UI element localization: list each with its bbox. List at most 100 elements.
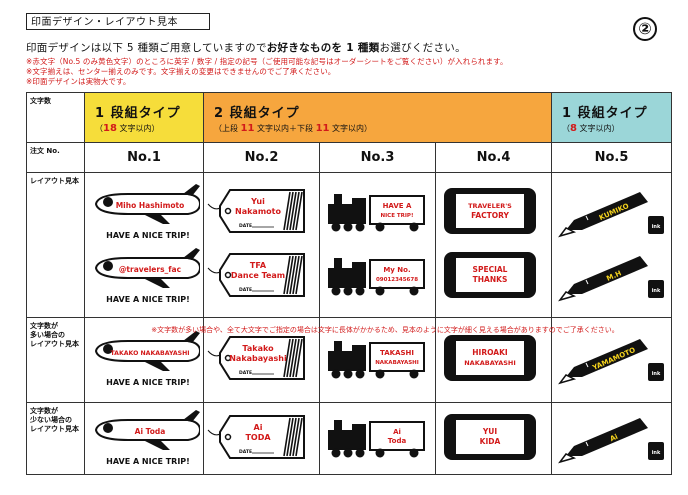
tag-stripe-icon [285, 338, 294, 378]
wheel-icon [355, 222, 364, 232]
cab-icon [351, 262, 366, 272]
intro-text-start: 印面デザインは以下 5 種類ご用意していますので [26, 42, 267, 54]
train-sample-2: My No.09012345678 [327, 258, 425, 296]
pen-band-icon [585, 215, 588, 221]
intro-text-highlight: お好きなものを 1 種類 [266, 42, 380, 54]
harmonica-line1-text: TRAVELER'S [468, 202, 512, 210]
locomotive-icon [327, 268, 366, 288]
plane-caption-text: HAVE A NICE TRIP! [106, 295, 190, 304]
tag-string-icon [207, 429, 220, 435]
row-label-few-chars: 文字数が 少ない場合の レイアウト見本 [26, 402, 85, 475]
wheel-icon [355, 448, 364, 457]
harmonica-plate-icon [455, 419, 524, 454]
train-line2-text: NAKABAYASHI [375, 360, 419, 366]
pen-barrel-icon [565, 192, 648, 230]
tag-stripe-icon [291, 417, 300, 456]
wheel-icon [343, 369, 352, 379]
cab-icon [351, 345, 366, 355]
airplane-body-icon [94, 257, 200, 279]
airplane-body-icon [94, 193, 200, 215]
harmonica-line2-text: KIDA [479, 437, 500, 446]
type-header-single-row-short: 1 段組タイプ （8 文字以内） [551, 92, 672, 143]
pen-barrel-icon [565, 256, 648, 294]
train-line2-text: Toda [387, 437, 406, 445]
tag-outline-icon [218, 253, 305, 297]
column-header-no4: No.4 [435, 142, 552, 173]
harmonica-line2-text: FACTORY [471, 211, 509, 220]
harmonica-plate-icon [455, 258, 524, 292]
tag-date-label: DATE [239, 449, 252, 455]
tag-stripe-icon [294, 255, 303, 295]
pen-band-icon [585, 279, 588, 285]
tag-stripe-icon [291, 338, 300, 378]
airplane-nose-icon [103, 261, 113, 271]
type-header-single-row: 1 段組タイプ （18 文字以内） [84, 92, 204, 143]
pen-name-text: Ai [608, 432, 618, 442]
tag-string-icon [207, 203, 220, 210]
pen-nib-icon [557, 452, 576, 463]
airplane-wing-icon [143, 361, 170, 371]
tag-date-label: DATE [239, 370, 252, 376]
train-stamp: My No.09012345678 [327, 258, 425, 296]
locomotive-icon [327, 351, 366, 371]
tag-stripe-icon [288, 191, 297, 231]
row-label-char-count: 文字数 [26, 92, 85, 143]
tag-hole-icon [224, 433, 231, 440]
wheel-icon [409, 448, 418, 457]
airplane-tail-icon [183, 331, 200, 343]
airplane-wing-icon [143, 278, 170, 288]
train-car-icon [368, 342, 425, 372]
tag-stripe-icon [282, 417, 291, 456]
page-title: 印面デザイン・レイアウト見本 [26, 13, 210, 30]
tag-stripe-icon [294, 191, 303, 231]
pen-nib-icon [557, 374, 576, 385]
column-header-no1: No.1 [84, 142, 204, 173]
note-alignment: ※文字揃えは、センター揃えのみです。文字揃えの変更はできませんのでご了承ください… [26, 67, 336, 76]
pen-barrel-icon [565, 339, 648, 377]
tag-stripe-icon [288, 417, 297, 456]
wheel-icon [375, 448, 384, 457]
cab-icon [351, 423, 366, 434]
harmonica-line1-text: HIROAKI [472, 348, 508, 357]
train-line2-text: 09012345678 [375, 277, 417, 283]
plane-caption-text: HAVE A NICE TRIP! [106, 231, 190, 240]
wheel-icon [409, 369, 418, 379]
tag-stripe-icon [294, 417, 303, 456]
plane-name-text: Ai Toda [135, 427, 166, 436]
tag-stripe-icon [288, 338, 297, 378]
train-car-icon [368, 195, 425, 225]
tag-outline-icon [218, 336, 305, 380]
wheel-icon [409, 286, 418, 296]
row-label-order-no: 注文 No. [26, 142, 85, 173]
